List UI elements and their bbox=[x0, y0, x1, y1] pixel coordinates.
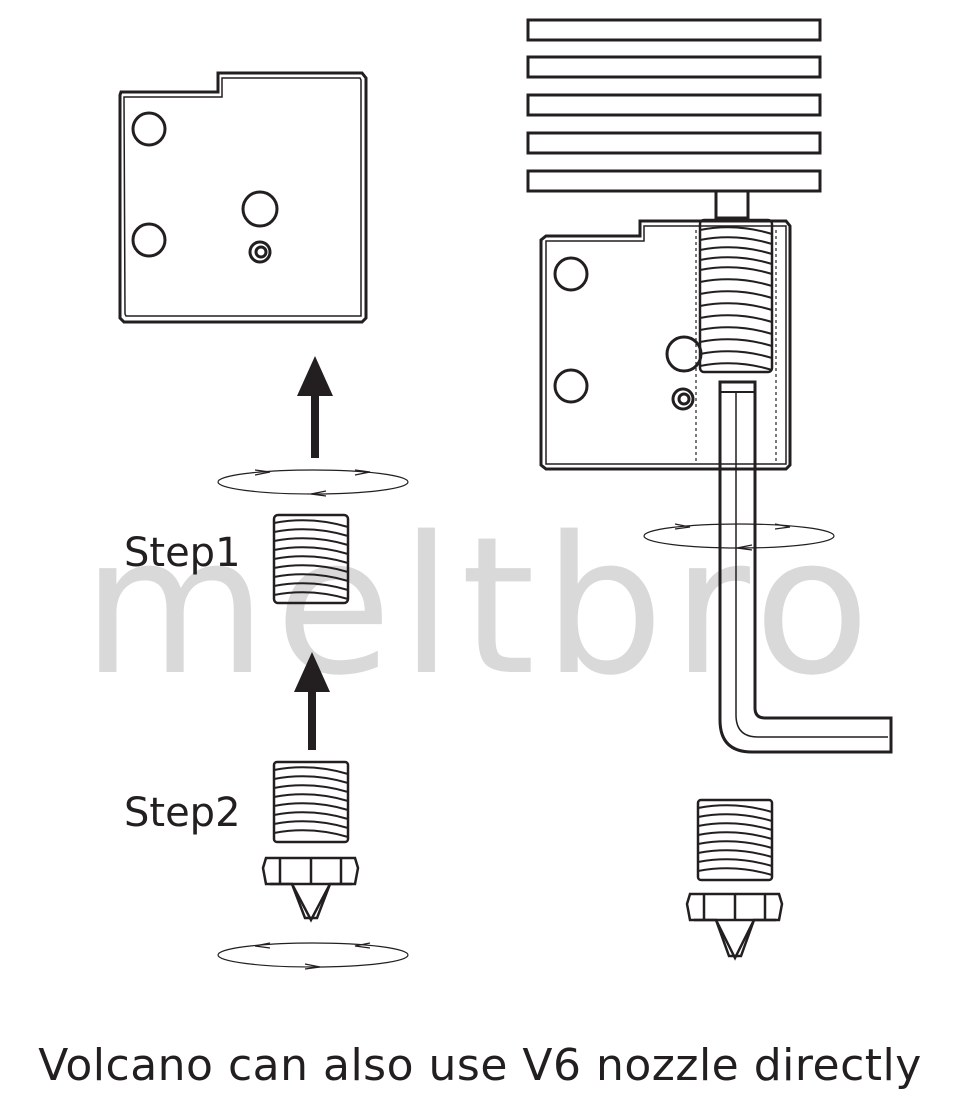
nozzle-icon bbox=[685, 798, 784, 961]
step1-label: Step1 bbox=[124, 530, 241, 576]
rotation-icon bbox=[217, 469, 409, 497]
rotation-icon bbox=[217, 942, 409, 970]
hex-key-icon bbox=[718, 380, 893, 754]
caption: Volcano can also use V6 nozzle directly bbox=[38, 1040, 922, 1091]
arrow-up-icon bbox=[294, 652, 330, 750]
step2-label: Step2 bbox=[124, 790, 241, 836]
heatsink-icon bbox=[526, 18, 822, 220]
heat-break-icon bbox=[272, 513, 350, 605]
rotation-icon bbox=[643, 523, 835, 551]
heater-block-icon bbox=[118, 71, 368, 324]
arrow-up-icon bbox=[297, 356, 333, 458]
nozzle-icon bbox=[261, 760, 360, 923]
heat-break-icon bbox=[698, 218, 774, 374]
heater-block-icon bbox=[539, 219, 792, 471]
